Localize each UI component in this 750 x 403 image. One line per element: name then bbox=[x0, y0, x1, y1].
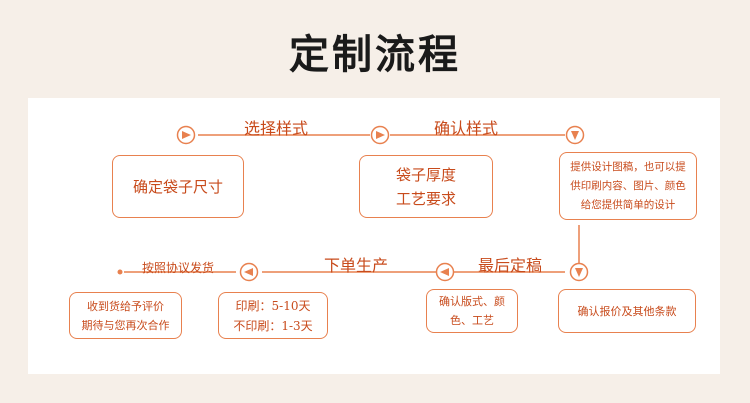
box-print-time-line-1: 印刷：5-10天 bbox=[235, 298, 311, 313]
arrow-right-icon-2 bbox=[370, 125, 390, 145]
box-design-line-1: 提供设计图稿，也可以提 bbox=[570, 160, 686, 173]
label-final-draft: 最后定稿 bbox=[478, 256, 543, 275]
box-design-line-2: 供印刷内容、图片、颜色 bbox=[570, 179, 686, 192]
arrow-left-icon-1 bbox=[435, 262, 455, 282]
box-review-line-2: 期待与您再次合作 bbox=[81, 318, 170, 332]
box-print-time: 印刷：5-10天 不印刷：1-3天 bbox=[218, 292, 328, 339]
box-bag-size: 确定袋子尺寸 bbox=[112, 155, 244, 218]
page-title: 定制流程 bbox=[289, 32, 461, 78]
box-quote: 确认报价及其他条款 bbox=[558, 289, 696, 333]
box-quote-line-1: 确认报价及其他条款 bbox=[577, 305, 677, 318]
end-dot-icon bbox=[117, 269, 123, 275]
box-thickness-process: 袋子厚度 工艺要求 bbox=[359, 155, 493, 218]
label-confirm-style: 确认样式 bbox=[434, 119, 499, 138]
box-layout-line-1: 确认版式、颜 bbox=[439, 295, 505, 308]
label-ship: 按照协议发货 bbox=[142, 261, 215, 275]
arrow-right-icon-1 bbox=[176, 125, 196, 145]
box-print-time-line-2: 不印刷：1-3天 bbox=[233, 318, 313, 333]
box-review-line-1: 收到货给予评价 bbox=[87, 299, 164, 313]
box-thickness-line-1: 袋子厚度 bbox=[395, 165, 456, 184]
arrow-down-icon-1 bbox=[565, 125, 585, 145]
label-production: 下单生产 bbox=[324, 256, 389, 275]
box-review: 收到货给予评价 期待与您再次合作 bbox=[69, 292, 182, 339]
box-layout-line-2: 色、工艺 bbox=[450, 314, 494, 327]
box-layout: 确认版式、颜 色、工艺 bbox=[426, 289, 518, 333]
box-design: 提供设计图稿，也可以提 供印刷内容、图片、颜色 给您提供简单的设计 bbox=[559, 152, 697, 220]
box-design-line-3: 给您提供简单的设计 bbox=[580, 198, 676, 211]
box-thickness-line-2: 工艺要求 bbox=[395, 189, 456, 208]
arrow-down-icon-2 bbox=[569, 262, 589, 282]
arrow-left-icon-2 bbox=[239, 262, 259, 282]
label-choose-style: 选择样式 bbox=[244, 119, 309, 138]
box-bag-size-line-1: 确定袋子尺寸 bbox=[132, 178, 223, 196]
